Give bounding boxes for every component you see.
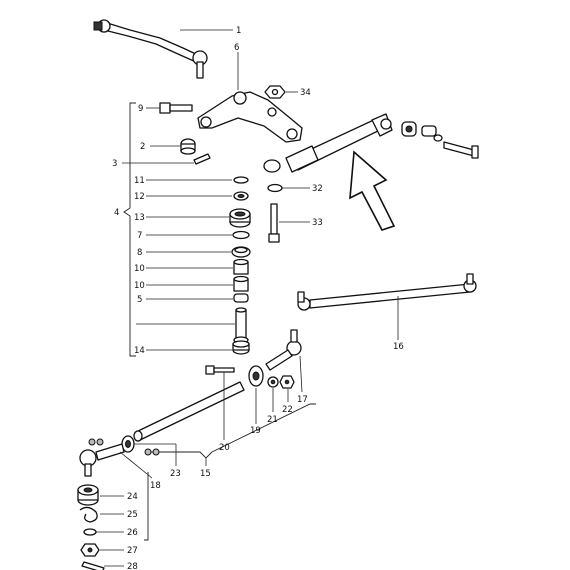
part-7-seal	[146, 230, 250, 240]
callout-28: 28	[127, 562, 138, 570]
callout-19: 19	[250, 426, 261, 436]
part-2-castle-nut	[150, 138, 196, 155]
part-32-washer	[267, 183, 310, 193]
part-13-bearing-cap	[146, 208, 251, 228]
part-16-tie-rod	[297, 273, 477, 340]
callout-23: 23	[170, 469, 181, 479]
callout-20: 20	[219, 443, 230, 453]
part-11-washer	[146, 176, 249, 184]
callout-10-a: 10	[134, 264, 145, 274]
part-24-boot	[77, 484, 124, 506]
callout-8: 8	[137, 248, 142, 258]
part-33-bolt	[268, 203, 310, 243]
callout-11: 11	[134, 176, 145, 186]
part-22-nut	[279, 375, 295, 402]
callout-22: 22	[282, 405, 293, 415]
part-26-washer	[83, 528, 124, 536]
callout-16: 16	[393, 342, 404, 352]
callout-33: 33	[312, 218, 323, 228]
part-17-tie-rod-end	[265, 329, 303, 393]
callout-10-b: 10	[134, 281, 145, 291]
part-23-clamp	[121, 435, 177, 466]
callout-21: 21	[267, 415, 278, 425]
part-25-clip	[79, 506, 124, 523]
part-1-drag-link	[93, 19, 233, 79]
callout-24: 24	[127, 492, 138, 502]
part-28-cotter-pin	[81, 561, 124, 570]
group-18-bracket	[144, 472, 149, 541]
part-10-bushing-a	[146, 258, 249, 275]
part-18-tie-rod-end	[79, 438, 153, 479]
group-15-bracket	[148, 403, 316, 459]
callout-1: 1	[236, 26, 241, 36]
callout-9: 9	[138, 104, 143, 114]
callout-3: 3	[112, 159, 117, 169]
part-19-clamp	[248, 365, 264, 424]
part-12-washer	[146, 191, 249, 201]
callout-6: 6	[234, 43, 239, 53]
callout-4: 4	[114, 208, 119, 218]
part-3-cotter-pin	[122, 153, 211, 165]
callout-5: 5	[137, 295, 142, 305]
callout-15: 15	[200, 469, 211, 479]
callout-32: 32	[312, 184, 323, 194]
callout-13: 13	[134, 213, 145, 223]
callout-25: 25	[127, 510, 138, 520]
callout-34: 34	[300, 88, 311, 98]
part-21-nut	[267, 376, 279, 412]
callout-7: 7	[137, 231, 142, 241]
part-14-dust-boot	[146, 340, 250, 355]
part-5-ring	[146, 293, 249, 303]
part-34-nut	[264, 85, 298, 99]
callout-18: 18	[150, 481, 161, 491]
pointer-arrow	[349, 150, 396, 231]
part-pin-shaft	[136, 307, 249, 344]
callout-26: 26	[127, 528, 138, 538]
callout-17: 17	[297, 395, 308, 405]
part-9-bolt	[146, 102, 193, 114]
part-6-idler-bracket	[197, 52, 303, 143]
callout-12: 12	[134, 192, 145, 202]
callout-14: 14	[134, 346, 145, 356]
part-10-bushing-b	[146, 275, 249, 292]
upper-tie-rod-assembly	[263, 113, 479, 173]
group-4-bracket	[123, 102, 136, 357]
part-20-bolt	[205, 365, 235, 440]
callout-2: 2	[140, 142, 145, 152]
part-27-nut	[80, 543, 124, 557]
part-8-ring	[146, 246, 251, 258]
callout-27: 27	[127, 546, 138, 556]
part-15-tie-rod	[133, 381, 245, 442]
